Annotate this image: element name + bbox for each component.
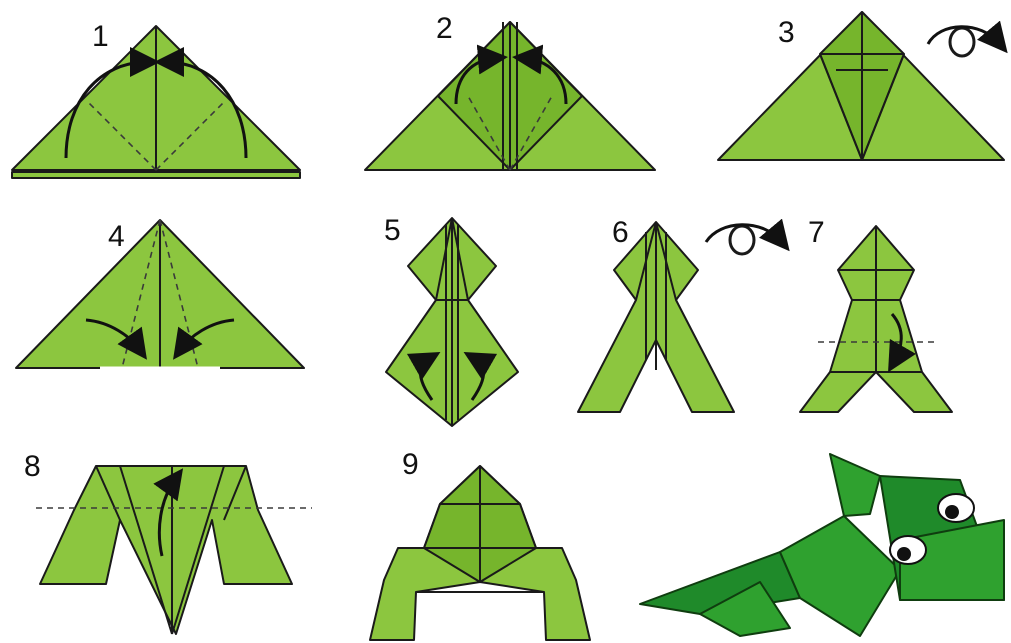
step-5-figure (386, 218, 518, 426)
step-4-figure (16, 220, 304, 368)
frog-eye-icon (890, 536, 926, 564)
step-7-figure (800, 226, 952, 412)
step-3-figure (718, 12, 1004, 160)
step-1-figure (12, 26, 300, 178)
step-8-figure (36, 466, 312, 634)
step-2-figure (365, 22, 655, 170)
step-6-figure (578, 222, 782, 412)
flip-over-icon (706, 225, 782, 254)
finished-frog-figure (640, 454, 1004, 636)
frog-eye-icon (938, 494, 974, 522)
step-9-figure (370, 466, 590, 640)
flip-over-icon (928, 27, 1000, 56)
